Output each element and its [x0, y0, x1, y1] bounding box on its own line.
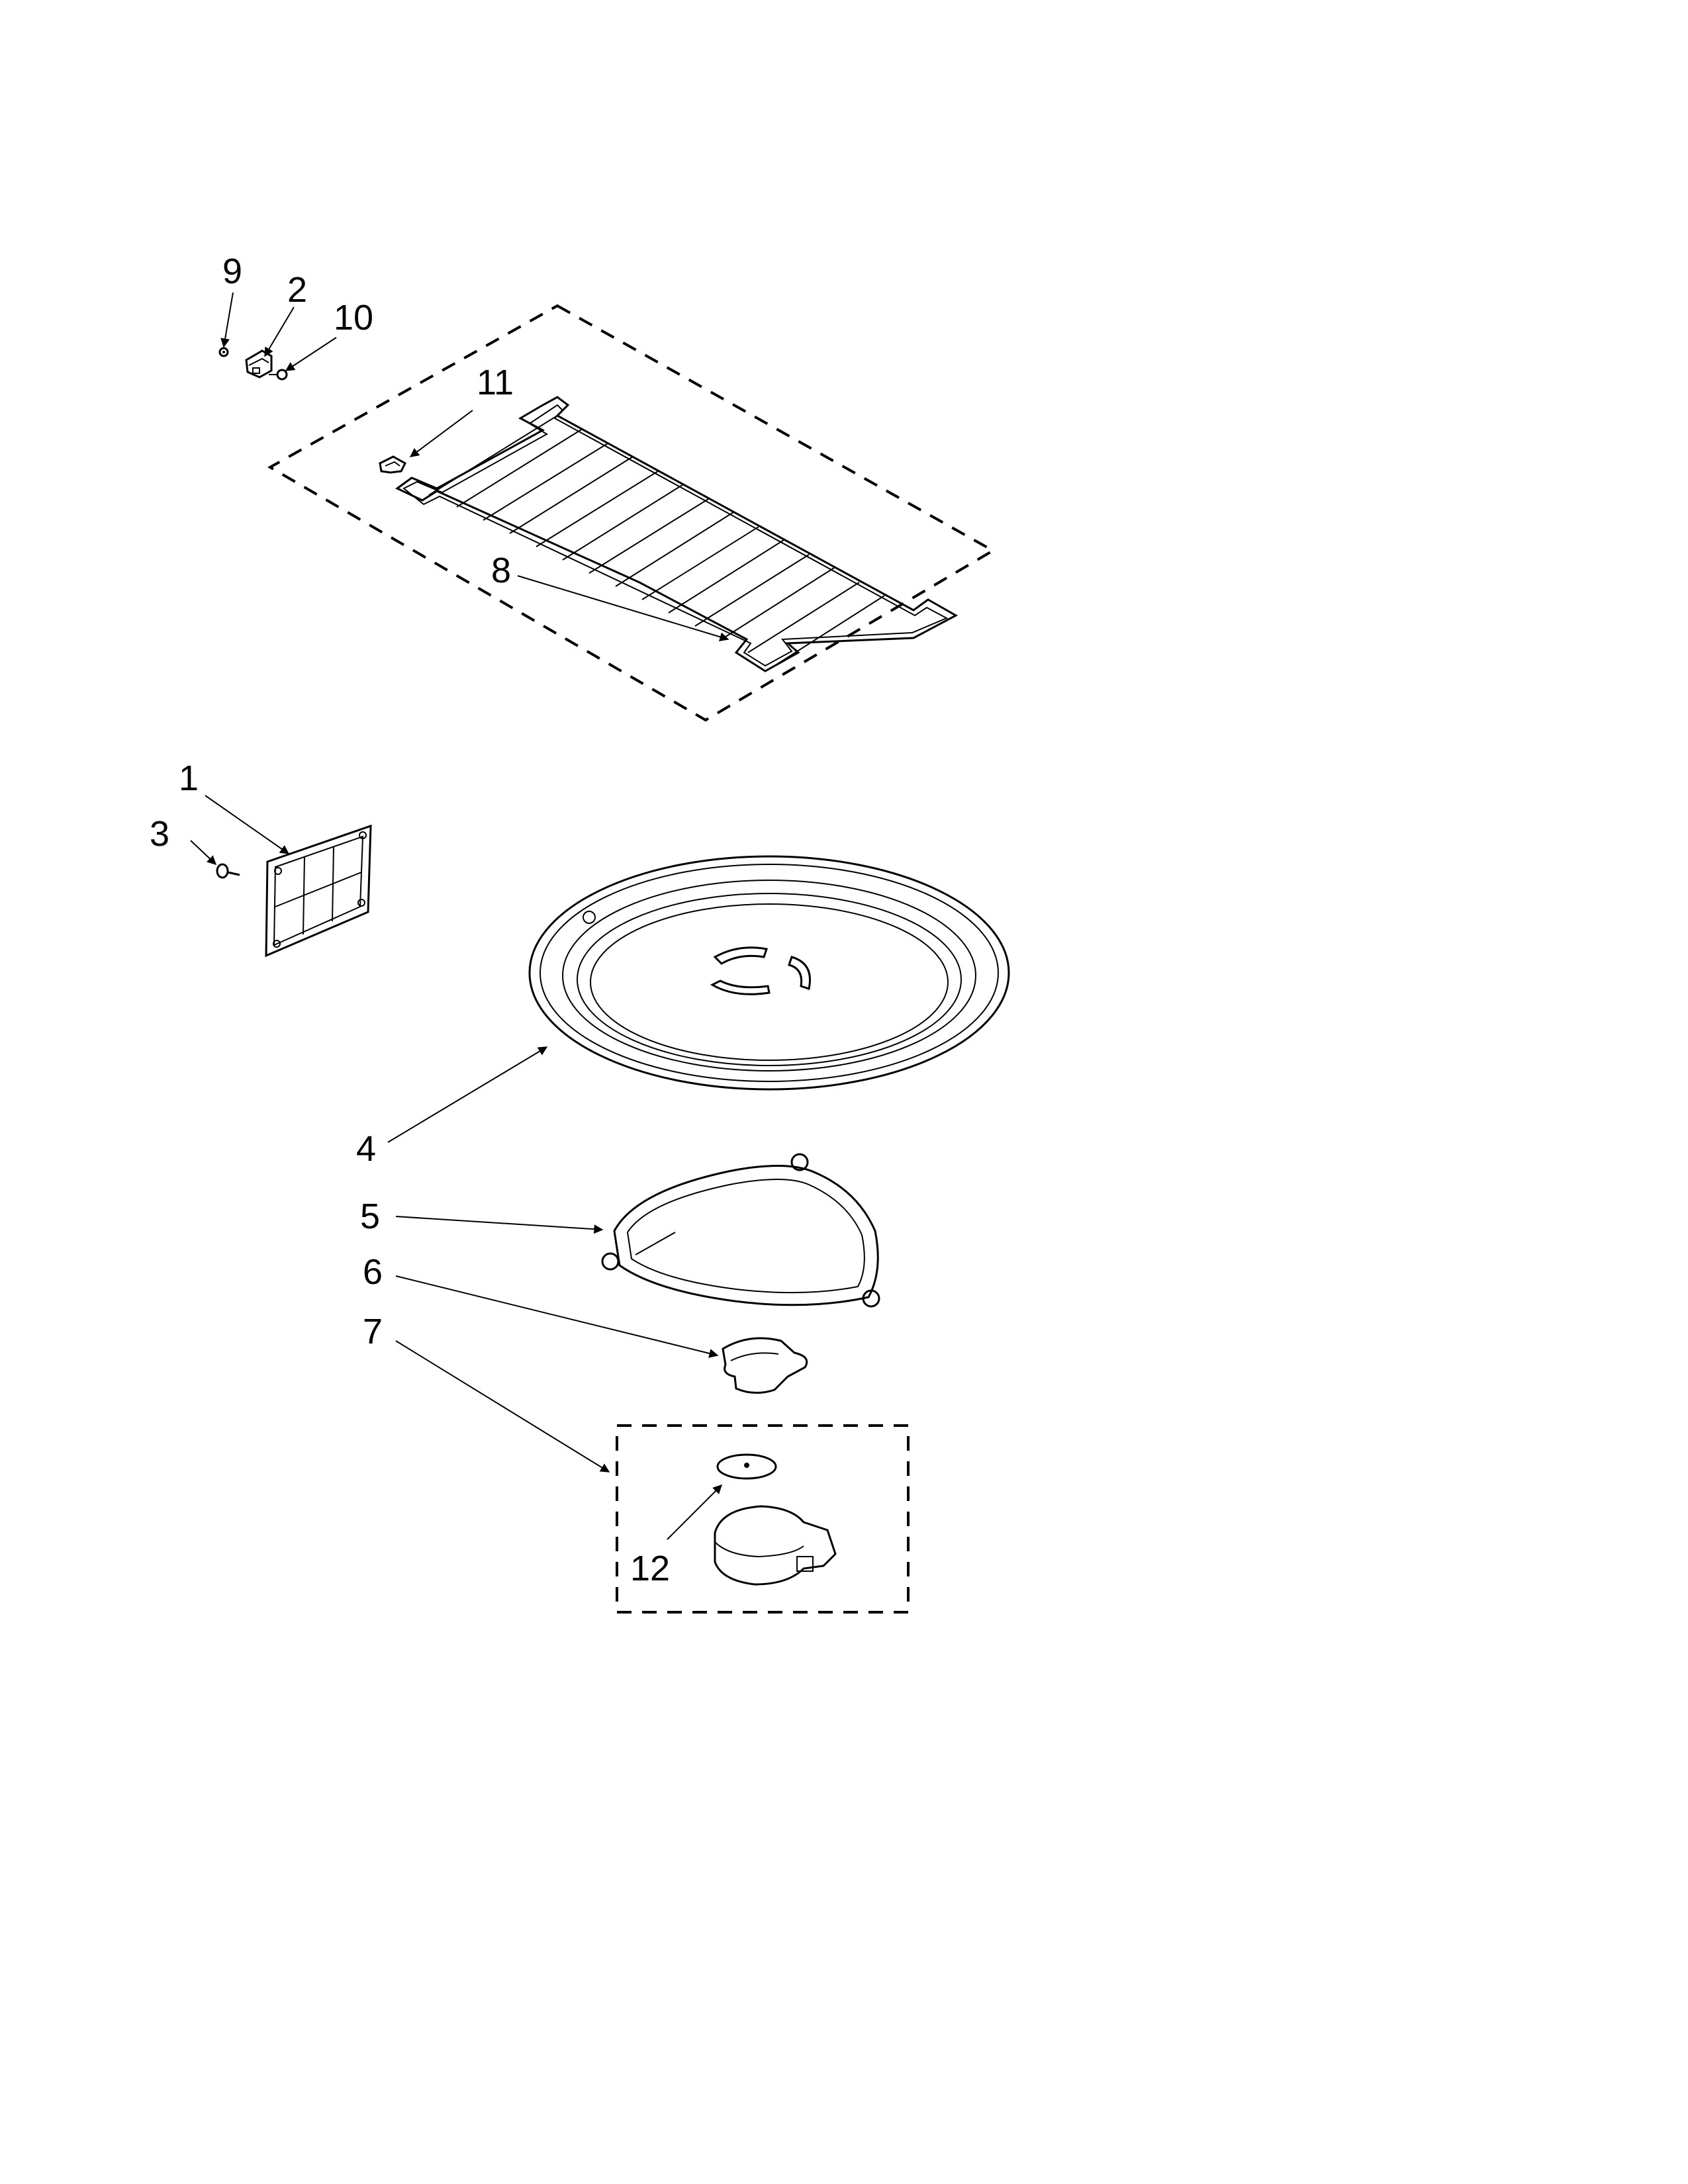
- leader-10: [285, 337, 337, 371]
- leader-lines: [190, 292, 729, 1540]
- rack-group-boundary: [267, 304, 996, 722]
- callout-4: 4: [356, 1129, 376, 1169]
- leader-9: [220, 292, 234, 348]
- callout-6: 6: [363, 1252, 383, 1292]
- callout-3: 3: [150, 814, 169, 854]
- filter-grille-icon: [265, 824, 372, 958]
- leader-11: [409, 410, 473, 457]
- wire-rack-icon: [395, 396, 959, 672]
- rack-support-clip-icon: [245, 349, 273, 379]
- callout-5: 5: [360, 1197, 380, 1236]
- callout-8: 8: [491, 551, 511, 590]
- turntable-tray-icon: [528, 855, 1010, 1091]
- callout-11: 11: [477, 363, 514, 402]
- leader-2: [264, 306, 295, 357]
- small-screw-icon: [218, 347, 229, 357]
- callout-2: 2: [287, 270, 307, 310]
- callout-10: 10: [334, 298, 373, 338]
- turntable-coupler-icon: [722, 1337, 808, 1394]
- leader-7: [395, 1340, 610, 1473]
- motor-group-boundary: [616, 1424, 910, 1614]
- leader-1: [205, 795, 290, 854]
- callout-7: 7: [363, 1312, 383, 1351]
- leader-3: [190, 840, 217, 865]
- leader-5: [395, 1216, 604, 1234]
- callout-1: 1: [179, 758, 199, 798]
- leader-6: [395, 1275, 719, 1358]
- leader-8: [517, 575, 729, 642]
- washer-icon: [269, 369, 288, 381]
- callouts: 9 2 10 11 8 1 3 4 5 6 7 12: [150, 251, 670, 1588]
- leader-12: [667, 1484, 722, 1540]
- roller-ring-icon: [601, 1153, 880, 1308]
- rack-hook-icon: [379, 455, 406, 474]
- leader-4: [387, 1046, 548, 1143]
- callout-12: 12: [630, 1549, 670, 1588]
- turntable-motor-icon: [714, 1453, 837, 1586]
- screw-icon: [216, 863, 240, 879]
- callout-9: 9: [222, 251, 242, 291]
